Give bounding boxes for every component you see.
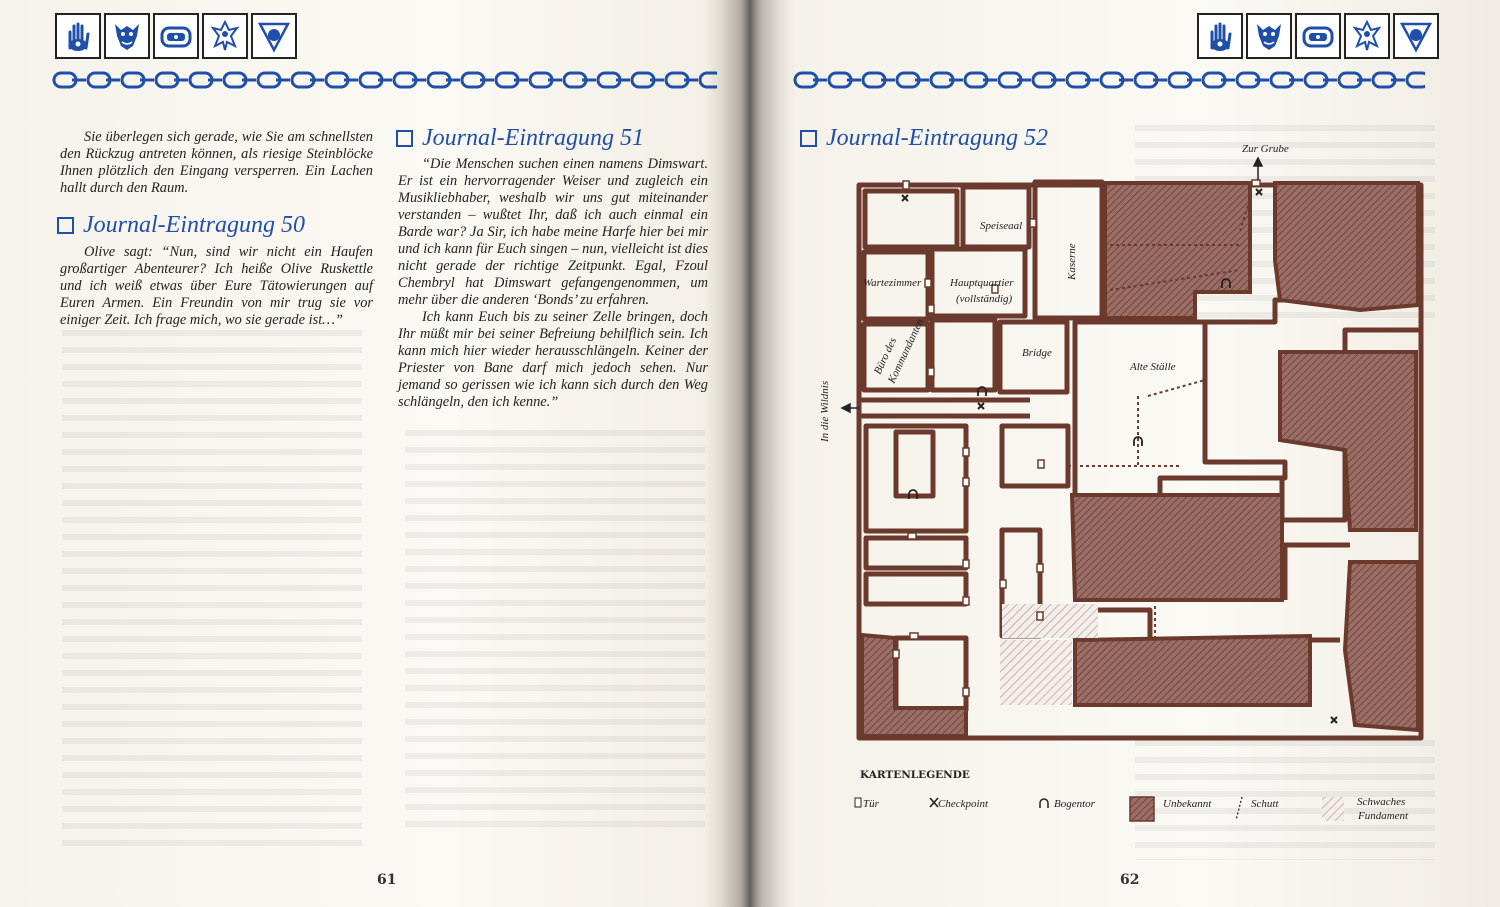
door-marker	[999, 579, 1007, 589]
triangle-icon	[251, 13, 297, 59]
door-marker	[892, 649, 900, 659]
checkpoint-marker	[1330, 716, 1338, 724]
legend-schutt: Schutt	[1251, 798, 1279, 810]
legend-schwaches-2: Fundament	[1357, 810, 1409, 822]
door-marker	[962, 477, 970, 487]
chain-divider-left	[52, 67, 717, 93]
door-marker	[907, 532, 917, 540]
door-marker	[962, 596, 970, 606]
door-marker	[962, 687, 970, 697]
map-unknown-areas	[860, 181, 1420, 738]
bird-icon	[1344, 13, 1390, 59]
journal-heading-51: Journal-Eintragung 51	[396, 125, 644, 152]
page-number-right: 62	[1120, 872, 1140, 888]
arch-marker	[1133, 436, 1143, 446]
page-number-left: 61	[377, 872, 397, 888]
legend-rubble-icon	[1235, 796, 1243, 821]
legend-checkpoint: Checkpoint	[938, 798, 989, 810]
label-vollstaendig: (vollständig)	[956, 293, 1013, 305]
entry51-paragraph-1: “Die Menschen suchen einen namens Dimswa…	[398, 156, 708, 308]
chest-icon	[1295, 13, 1341, 59]
arch-marker	[1221, 278, 1231, 288]
door-marker	[962, 447, 970, 457]
checkbox-icon	[57, 217, 74, 234]
label-alte-staelle: Alte Ställe	[1129, 361, 1176, 373]
map-checkpoints	[901, 188, 1338, 724]
arch-marker	[977, 386, 987, 396]
door-marker	[1029, 218, 1037, 228]
label-hauptquartier: Hauptquartier	[949, 277, 1014, 289]
legend-door-icon	[854, 797, 862, 808]
icon-row-left	[55, 13, 297, 59]
intro-paragraph: Sie überlegen sich gerade, wie Sie am sc…	[60, 129, 373, 196]
bleed-through-right-col	[405, 430, 705, 830]
arrow-left-icon	[840, 402, 851, 414]
bird-icon	[202, 13, 248, 59]
label-kaserne: Kaserne	[1066, 243, 1078, 281]
checkbox-icon	[800, 130, 817, 147]
bleed-through-bottom	[1135, 740, 1435, 860]
heading-text: Journal-Eintragung 52	[826, 125, 1048, 151]
book-spine-shadow	[720, 0, 780, 907]
door-marker	[991, 284, 999, 294]
legend-tuer: Tür	[863, 798, 880, 810]
demon-icon	[104, 13, 150, 59]
door-marker	[1036, 611, 1044, 621]
entry51-text: “Die Menschen suchen einen namens Dimswa…	[398, 156, 708, 411]
label-wildnis: In die Wildnis	[819, 381, 831, 443]
heading-text: Journal-Eintragung 51	[422, 125, 644, 151]
legend-checkpoint-icon	[929, 797, 939, 808]
label-speiseaal: Speiseaal	[980, 220, 1022, 232]
door-marker	[1037, 459, 1045, 469]
legend-bogentor: Bogentor	[1054, 798, 1096, 810]
checkpoint-marker	[977, 402, 985, 410]
label-bridge: Bridge	[1022, 347, 1052, 359]
door-marker	[924, 278, 932, 288]
checkpoint-marker	[901, 194, 909, 202]
chest-icon	[153, 13, 199, 59]
checkpoint-marker	[1255, 188, 1263, 196]
map-doors	[892, 179, 1261, 697]
arch-marker	[908, 489, 918, 499]
hand-icon	[1197, 13, 1243, 59]
legend-unknown-icon	[1129, 796, 1155, 822]
hand-icon	[55, 13, 101, 59]
chain-divider-right	[793, 67, 1425, 93]
map-weak-foundation	[1000, 604, 1098, 705]
entry50-paragraph: Olive sagt: “Nun, sind wir nicht ein Hau…	[60, 244, 373, 328]
legend-unbekannt: Unbekannt	[1163, 798, 1212, 810]
door-marker	[927, 304, 935, 314]
door-marker	[1036, 563, 1044, 573]
door-marker	[962, 559, 970, 569]
entry50-text: Olive sagt: “Nun, sind wir nicht ein Hau…	[60, 244, 373, 329]
icon-row-right	[1197, 13, 1439, 59]
map-legend: KARTENLEGENDE Tür Checkpoint Bogentor Un…	[854, 769, 1409, 822]
demon-icon	[1246, 13, 1292, 59]
map-arches	[908, 278, 1231, 499]
legend-schwaches-1: Schwaches	[1357, 796, 1405, 808]
door-marker	[1251, 179, 1261, 187]
journal-heading-50: Journal-Eintragung 50	[57, 212, 305, 239]
map-rubble	[1068, 199, 1251, 638]
label-zur-grube: Zur Grube	[1242, 143, 1289, 155]
arrow-up-icon	[1252, 156, 1264, 167]
checkbox-icon	[396, 130, 413, 147]
entry51-paragraph-2: Ich kann Euch bis zu seiner Zelle bringe…	[398, 309, 708, 410]
map-arrows	[840, 156, 1264, 414]
heading-text: Journal-Eintragung 50	[83, 212, 305, 238]
label-wartezimmer: Wartezimmer	[863, 277, 922, 289]
bleed-through-left-col	[62, 330, 362, 850]
intro-text: Sie überlegen sich gerade, wie Sie am sc…	[60, 129, 373, 197]
legend-title: KARTENLEGENDE	[860, 769, 970, 781]
door-marker	[909, 632, 919, 640]
triangle-icon	[1393, 13, 1439, 59]
door-marker	[927, 367, 935, 377]
door-marker	[902, 180, 910, 190]
legend-weak-foundation-icon	[1322, 797, 1344, 821]
legend-arch-icon	[1039, 798, 1049, 808]
journal-heading-52: Journal-Eintragung 52	[800, 125, 1048, 152]
